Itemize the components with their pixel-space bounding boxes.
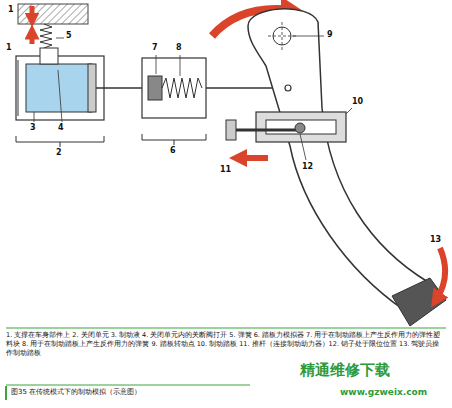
- elastomer-block: [148, 76, 162, 100]
- callout-number: 6: [170, 147, 176, 156]
- pivot-axis: [268, 36, 296, 37]
- leader-line: [292, 36, 324, 37]
- figure-caption: 图35 在传统模式下的制动模拟（示意图）: [11, 389, 141, 397]
- watermark: 精通维修下载: [300, 362, 390, 379]
- callout-number: 2: [56, 149, 62, 158]
- driver-arrow: [436, 248, 445, 300]
- force-arrow: [30, 32, 35, 44]
- bracket: [16, 136, 104, 147]
- push-rod: [236, 129, 300, 132]
- closing-unit-housing: [16, 56, 104, 120]
- caption-rule: [5, 386, 7, 400]
- rod-joint: [285, 85, 291, 91]
- push-arrow: [238, 155, 268, 161]
- force-arrow: [30, 6, 35, 20]
- leader-line: [180, 55, 181, 76]
- watermark: www.gzweix.com: [340, 388, 427, 398]
- rod: [96, 87, 142, 89]
- body-support: [18, 4, 88, 24]
- simulator-spring: [162, 78, 202, 98]
- callout-number: 8: [176, 44, 182, 53]
- push-rod-fork: [226, 120, 236, 140]
- piston: [88, 64, 96, 112]
- legend-note: 1. 支撑在车身部件上 2. 关闭单元 3. 制动液 4. 关闭单元内的关断阀打…: [6, 331, 444, 358]
- callout-number: 4: [58, 124, 64, 133]
- leader-line: [34, 112, 35, 122]
- callout-number: 3: [30, 124, 36, 133]
- brake-pedal: [248, 9, 428, 310]
- pin: [295, 123, 305, 133]
- callout-number: 1: [8, 6, 14, 15]
- bracket: [142, 134, 206, 145]
- caption-rule: [6, 385, 250, 386]
- leader-line: [58, 70, 62, 122]
- bracket-slot: [266, 120, 336, 134]
- callout-number: 10: [352, 98, 363, 107]
- shutoff-valve: [40, 48, 58, 64]
- housing-wall: [18, 60, 19, 116]
- callout-number: 12: [302, 163, 313, 172]
- leader-line: [346, 108, 352, 114]
- callout-number: 13: [430, 236, 441, 245]
- pedal-pad: [392, 278, 446, 326]
- pedal-force-simulator: [142, 58, 206, 118]
- callout-number: 11: [220, 166, 231, 175]
- callout-number: 9: [327, 31, 333, 40]
- callout-number: 5: [66, 32, 72, 41]
- callout-number: 7: [152, 44, 158, 53]
- callout-number: 1: [6, 44, 12, 53]
- caption-rule: [6, 328, 446, 329]
- leader-line: [156, 55, 157, 74]
- leader-line: [300, 134, 306, 160]
- pivot-axis: [282, 22, 283, 50]
- leader-line: [56, 38, 64, 39]
- spring: [40, 24, 52, 48]
